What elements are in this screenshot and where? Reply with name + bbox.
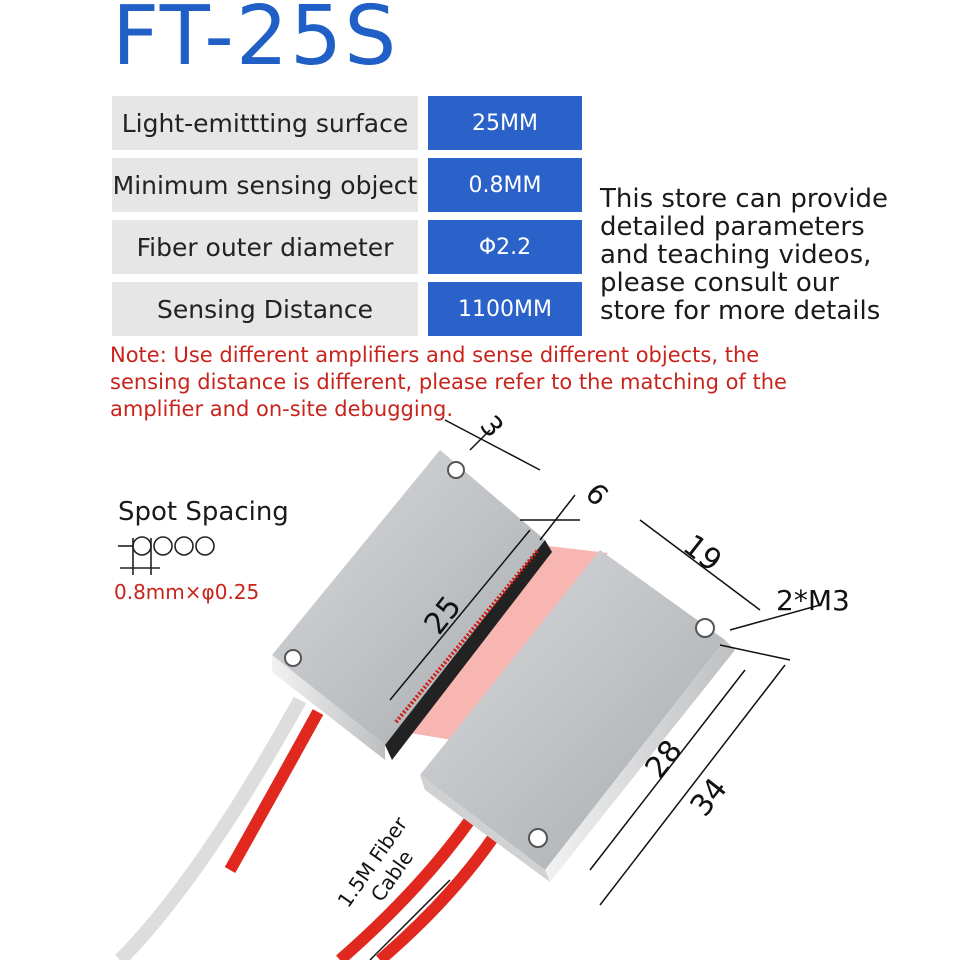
receiver-plate: [420, 550, 735, 882]
spot-spacing-title: Spot Spacing: [118, 497, 289, 527]
spec-value-fiber-diameter: Φ2.2: [428, 220, 582, 274]
white-cable: [115, 696, 307, 960]
store-note: This store can provide detailed paramete…: [600, 184, 889, 326]
spot-circles-icon: [118, 536, 215, 575]
emitter-plate: [272, 450, 552, 760]
screw-label: 2*M3: [776, 584, 850, 617]
red-cable-left: [224, 709, 324, 873]
red-cable-right-a: [336, 816, 475, 960]
spec-label-sensing-distance: Sensing Distance: [112, 282, 418, 336]
spec-label-surface: Light-emittting surface: [112, 96, 418, 150]
spec-label-fiber-diameter: Fiber outer diameter: [112, 220, 418, 274]
spec-value-sensing-distance: 1100MM: [428, 282, 582, 336]
product-title: FT-25S: [112, 0, 399, 84]
spot-spacing-value: 0.8mm×φ0.25: [114, 580, 260, 604]
red-cable-right-b: [376, 831, 500, 960]
light-beam: [392, 545, 608, 740]
spec-label-min-object: Minimum sensing object: [112, 158, 418, 212]
warning-note: Note: Use different amplifiers and sense…: [110, 343, 787, 421]
dimension-lines: [369, 419, 821, 960]
spec-value-min-object: 0.8MM: [428, 158, 582, 212]
spec-value-surface: 25MM: [428, 96, 582, 150]
